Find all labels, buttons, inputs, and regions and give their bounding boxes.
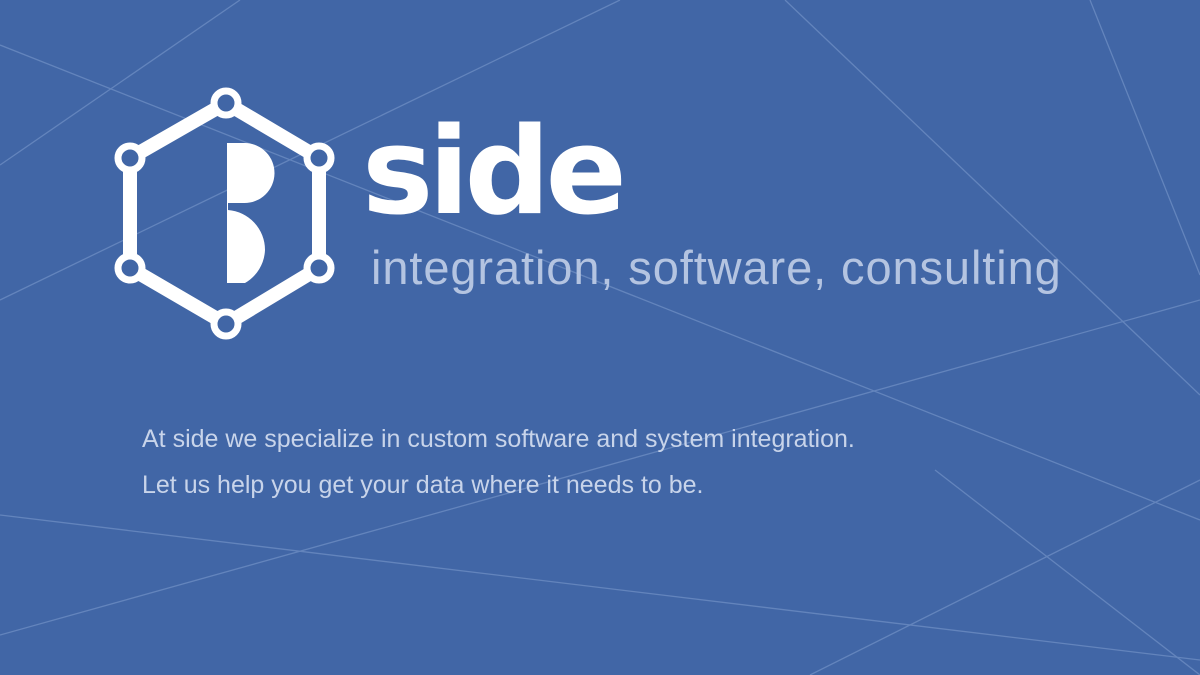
intro-line-2: Let us help you get your data where it n…	[142, 471, 704, 499]
intro-text: At side we specialize in custom software…	[142, 416, 1102, 508]
intro-line-1: At side we specialize in custom software…	[142, 425, 855, 453]
brand-name: side	[362, 103, 627, 242]
brand-tagline: integration, software, consulting	[371, 241, 1062, 294]
hexagon-network-s-logo-icon	[110, 86, 342, 342]
